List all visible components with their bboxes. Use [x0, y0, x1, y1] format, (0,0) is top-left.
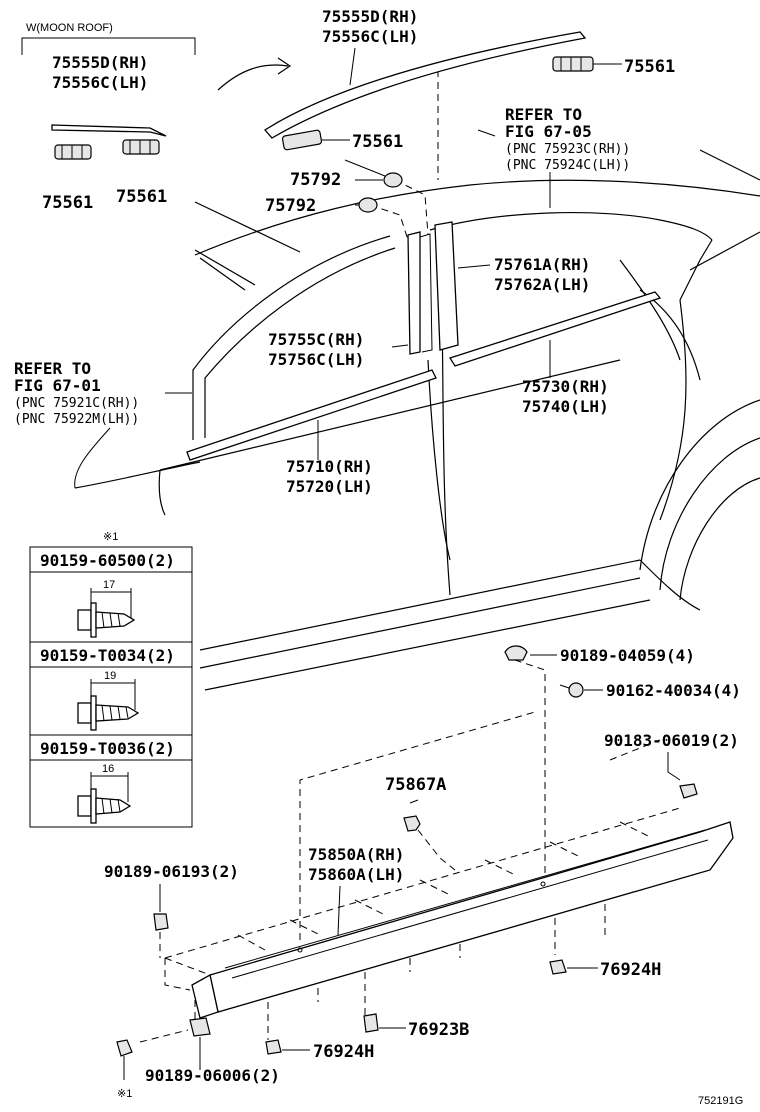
refer-fig-67-05: REFER TO FIG 67-05 (PNC 75923C(RH)) (PNC… — [477, 105, 630, 208]
pillar-75761a — [434, 221, 459, 351]
pillar-garnish: 75761A(RH) 75762A(LH) 75755C(RH) 75756C(… — [268, 221, 590, 369]
label-75762a: 75762A(LH) — [494, 275, 590, 294]
label-75710: 75710(RH) — [286, 457, 373, 476]
clip-75792-upper: 75792 — [290, 159, 403, 190]
nut-90189-06006: 90189-06006(2) — [139, 1017, 280, 1085]
label-75850a: 75850A(RH) — [308, 845, 404, 864]
label-90183-06019: 90183-06019(2) — [604, 731, 739, 750]
label-76923b: 76923B — [408, 1020, 469, 1040]
clip-75561-middle: 75561 — [281, 129, 403, 152]
label-76924h-left: 76924H — [313, 1042, 374, 1062]
moonroof-inset: W(MOON ROOF) 75555D(RH) 75556C(LH) 75561… — [21, 22, 292, 213]
label-75792-upper: 75792 — [290, 170, 341, 190]
label-75561-top-right: 75561 — [624, 57, 675, 77]
label-90189-06193: 90189-06193(2) — [104, 862, 239, 881]
screw-note-1: ※1 — [116, 1039, 133, 1100]
fastener-90189-04059: 90189-04059(4) — [504, 645, 695, 665]
label-76924h-right: 76924H — [600, 960, 661, 980]
screw-drawing-3: 16 — [77, 763, 132, 824]
belt-molding-front: 75710(RH) 75720(LH) — [186, 369, 437, 496]
label-75561-middle: 75561 — [352, 132, 403, 152]
moonroof-arrow — [217, 64, 289, 91]
roof-drip-molding-inset — [51, 124, 167, 137]
clip-75792-lower: 75792 — [265, 196, 378, 216]
label-75860a: 75860A(LH) — [308, 865, 404, 884]
car-body-outline — [74, 70, 760, 691]
side-sill-75850a — [209, 821, 734, 1013]
clip-75561-right — [122, 139, 160, 155]
roof-drip-molding: 75555D(RH) 75556C(LH) — [264, 7, 587, 139]
side-sill-assembly: 75850A(RH) 75860A(LH) — [164, 659, 734, 1040]
label-75561-inset-right: 75561 — [116, 187, 167, 207]
label-75755c: 75755C(RH) — [268, 330, 364, 349]
screw-table: ※1 90159-60500(2) 90159-T0034(2) 90159-T… — [29, 531, 193, 828]
pillar-75755c — [407, 231, 421, 355]
screw-table-note-mark: ※1 — [103, 531, 118, 543]
label-75556c-inset: 75556C(LH) — [52, 73, 148, 92]
screw-drawing-1: 17 — [77, 579, 136, 638]
clip-90183-06019: 90183-06019(2) — [604, 731, 739, 799]
label-75720: 75720(LH) — [286, 477, 373, 496]
label-75555d: 75555D(RH) — [322, 7, 418, 26]
figure-code: 752191G — [698, 1095, 743, 1107]
label-75756c: 75756C(LH) — [268, 350, 364, 369]
screw-row-2-dim: 19 — [104, 670, 116, 682]
clip-76923b: 76923B — [363, 1013, 469, 1040]
label-90189-04059: 90189-04059(4) — [560, 646, 695, 665]
screw-row-1-dim: 17 — [103, 579, 115, 591]
fastener-90162-40034: 90162-40034(4) — [559, 681, 741, 700]
refer-67-05-line2: FIG 67-05 — [505, 122, 592, 141]
refer-67-01-line4: (PNC 75922M(LH)) — [14, 412, 139, 427]
label-75761a: 75761A(RH) — [494, 255, 590, 274]
refer-67-01-line2: FIG 67-01 — [14, 376, 101, 395]
screw-note-mark-bottom: ※1 — [117, 1088, 132, 1100]
label-75792-lower: 75792 — [265, 196, 316, 216]
label-75556c: 75556C(LH) — [322, 27, 418, 46]
label-75561-inset-left: 75561 — [42, 193, 93, 213]
moonroof-label: W(MOON ROOF) — [26, 22, 113, 34]
clip-75867a: 75867A — [385, 775, 456, 871]
screw-row-3-part: 90159-T0036(2) — [40, 739, 175, 758]
label-75730: 75730(RH) — [522, 377, 609, 396]
refer-67-05-line1: REFER TO — [505, 105, 582, 124]
refer-67-01-line1: REFER TO — [14, 359, 91, 378]
refer-67-05-line3: (PNC 75923C(RH)) — [505, 142, 630, 157]
clip-76924h-right: 76924H — [549, 959, 661, 980]
label-75555d-inset: 75555D(RH) — [52, 53, 148, 72]
label-90189-06006: 90189-06006(2) — [145, 1066, 280, 1085]
refer-fig-67-01: REFER TO FIG 67-01 (PNC 75921C(RH)) (PNC… — [14, 359, 192, 489]
screw-row-1-part: 90159-60500(2) — [40, 551, 175, 570]
clip-76924h-left: 76924H — [265, 1039, 374, 1062]
clip-90189-06193: 90189-06193(2) — [104, 862, 239, 958]
label-90162-40034: 90162-40034(4) — [606, 681, 741, 700]
screw-row-2-part: 90159-T0034(2) — [40, 646, 175, 665]
label-75867a: 75867A — [385, 775, 446, 795]
screw-row-3-dim: 16 — [102, 763, 114, 775]
screw-drawing-2: 19 — [77, 670, 140, 731]
clip-75561-left — [54, 144, 92, 160]
clip-75561-top-right: 75561 — [552, 56, 675, 77]
refer-67-05-line4: (PNC 75924C(LH)) — [505, 158, 630, 173]
label-75740: 75740(LH) — [522, 397, 609, 416]
belt-molding-rear: 75730(RH) 75740(LH) — [449, 291, 662, 416]
refer-67-01-line3: (PNC 75921C(RH)) — [14, 396, 139, 411]
